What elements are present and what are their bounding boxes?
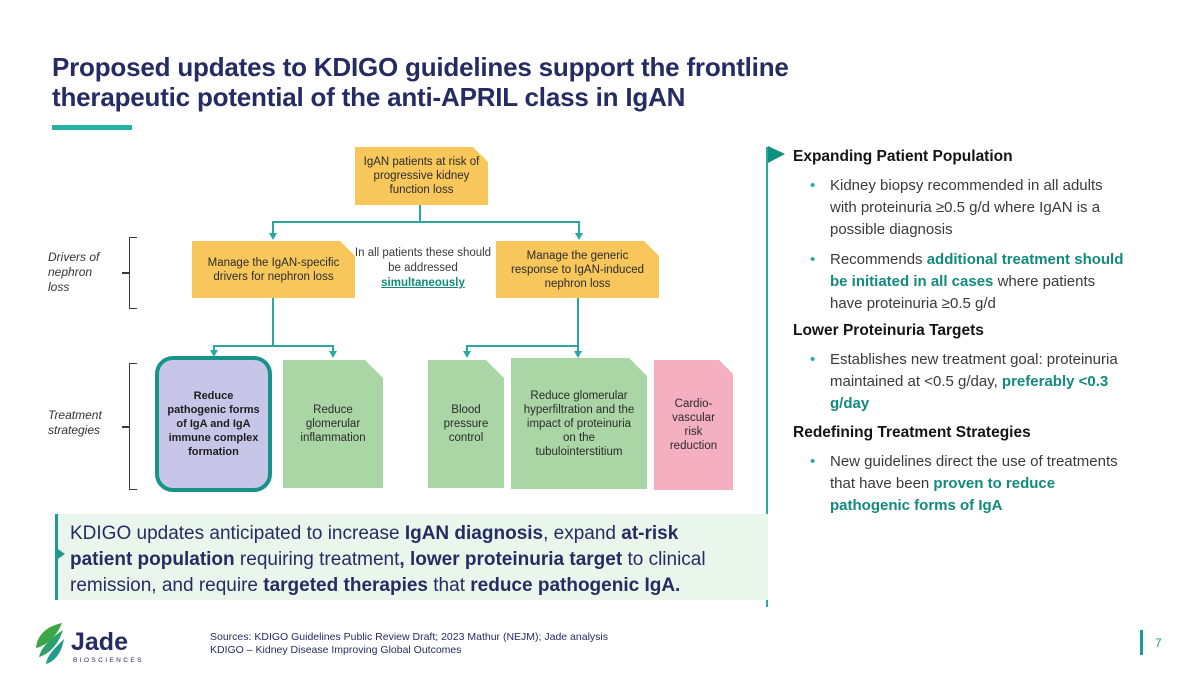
bullet-item: • Kidney biopsy recommended in all adult…: [793, 175, 1185, 241]
text-segment: where patients have proteinuria ≥0.5 g/d: [830, 273, 1096, 312]
sources-line-2: KDIGO – Kidney Disease Improving Global …: [210, 644, 462, 656]
connector-line: [578, 221, 580, 233]
flowchart-note-simultaneously: In all patients these should be addresse…: [352, 246, 494, 291]
bullet-text: Kidney biopsy recommended in all adults …: [830, 175, 1185, 241]
flowchart-node-cardiovascular: Cardio-vascular risk reduction: [654, 360, 733, 490]
page-number: 7: [1155, 636, 1162, 650]
flowchart-node-manage-igan-specific: Manage the IgAN-specific drivers for nep…: [192, 241, 355, 298]
arrow-down-icon: [462, 351, 471, 358]
text-segment-highlight: proven to reduce pathogenic forms of IgA: [830, 475, 1056, 514]
text-segment: requiring treatment: [234, 549, 400, 570]
connector-line: [272, 221, 580, 223]
timeline-pole: [766, 147, 768, 607]
leaf-icon: [36, 623, 64, 664]
connector-line: [332, 345, 334, 351]
bullet-text: New guidelines direct the use of treatme…: [830, 451, 1185, 517]
connector-line: [577, 345, 579, 351]
connector-line: [272, 298, 274, 347]
arrow-down-icon: [574, 233, 583, 240]
bullet-item: • Recommends additional treatment should…: [793, 249, 1185, 315]
page-title: Proposed updates to KDIGO guidelines sup…: [52, 52, 892, 112]
connector-line: [466, 345, 579, 347]
flowchart-node-reduce-pathogenic-iga: Reduce pathogenic forms of IgA and IgA i…: [155, 356, 272, 492]
connector-line: [213, 345, 334, 347]
connector-line: [213, 345, 215, 350]
sources-note: Sources: KDIGO Guidelines Public Review …: [210, 631, 608, 657]
connector-line: [272, 221, 274, 233]
flowchart-node-reduce-hyperfiltration: Reduce glomerular hyperfiltration and th…: [511, 358, 647, 489]
text-segment-bold: reduce pathogenic IgA.: [470, 575, 681, 596]
title-accent-bar: [52, 125, 132, 130]
text-segment-highlight: preferably <0.3 g/day: [830, 373, 1109, 412]
bracket-treatment: [129, 363, 137, 490]
label-treatment-strategies: Treatment strategies: [48, 408, 102, 437]
section-redefining-treatment-strategies: Redefining Treatment Strategies • New gu…: [793, 424, 1185, 525]
section-heading: Redefining Treatment Strategies: [793, 424, 1031, 441]
logo-wordmark: Jade: [71, 628, 128, 656]
note-highlight: simultaneously: [381, 277, 465, 289]
text-segment-highlight: additional treatment should be initiated…: [830, 251, 1124, 290]
text-segment-bold: targeted therapies: [263, 575, 428, 596]
section-heading: Expanding Patient Population: [793, 148, 1013, 165]
bracket-drivers: [129, 237, 137, 309]
text-segment: Recommends: [830, 251, 927, 268]
title-line-2: therapeutic potential of the anti-APRIL …: [52, 82, 686, 112]
section-lower-proteinuria-targets: Lower Proteinuria Targets • Establishes …: [793, 322, 1185, 423]
text-segment: Establishes new treatment goal: proteinu…: [830, 351, 1118, 390]
text-segment-bold: IgAN diagnosis: [404, 523, 544, 544]
bullet-dot-icon: •: [810, 351, 816, 368]
connector-line: [577, 298, 579, 347]
text-segment-bold: , lower proteinuria target: [399, 549, 623, 570]
text-segment: that: [428, 575, 471, 596]
section-heading: Lower Proteinuria Targets: [793, 322, 984, 339]
bullet-dot-icon: •: [810, 177, 816, 194]
connector-line: [466, 345, 468, 351]
text-segment: New guidelines direct the use of treatme…: [830, 453, 1118, 492]
bullet-dot-icon: •: [810, 251, 816, 268]
bracket-nub: [122, 272, 129, 274]
bullet-text: Establishes new treatment goal: proteinu…: [830, 349, 1185, 415]
bullet-item: • Establishes new treatment goal: protei…: [793, 349, 1185, 415]
arrow-down-icon: [573, 351, 582, 358]
callout-arrow-icon: [55, 547, 65, 561]
flowchart-node-manage-generic: Manage the generic response to IgAN-indu…: [496, 241, 659, 298]
text-segment: KDIGO updates anticipated to increase: [70, 523, 405, 544]
bracket-nub: [122, 426, 129, 428]
text-segment: to clinical remission, and require: [70, 549, 706, 596]
flag-arrow-icon: [768, 146, 785, 163]
flowchart-node-patients-at-risk: IgAN patients at risk of progressive kid…: [355, 147, 488, 205]
arrow-down-icon: [268, 233, 277, 240]
text-segment: , expand: [543, 523, 622, 544]
note-prefix: In all patients these should be addresse…: [354, 247, 492, 274]
flowchart-node-blood-pressure: Blood pressure control: [428, 360, 504, 488]
key-takeaway-callout: KDIGO updates anticipated to increase Ig…: [55, 514, 768, 600]
logo-graphic: Jade BIOSCIENCES: [36, 623, 144, 664]
section-expanding-patient-population: Expanding Patient Population • Kidney bi…: [793, 148, 1185, 323]
sources-line-1: Sources: KDIGO Guidelines Public Review …: [210, 631, 608, 643]
bullet-item: • New guidelines direct the use of treat…: [793, 451, 1185, 517]
text-segment-bold: at-risk patient population: [70, 523, 679, 570]
text-segment: Kidney biopsy recommended in all adults …: [830, 177, 1103, 238]
callout-text: KDIGO updates anticipated to increase Ig…: [70, 521, 756, 599]
label-drivers-of-nephron-loss: Drivers of nephron loss: [48, 250, 100, 294]
arrow-down-icon: [328, 351, 337, 358]
page-number-bar: [1140, 630, 1143, 655]
arrow-down-icon: [209, 350, 218, 357]
bullet-dot-icon: •: [810, 453, 816, 470]
logo-subtitle: BIOSCIENCES: [73, 657, 144, 664]
flowchart-node-reduce-inflammation: Reduce glomerular inflammation: [283, 360, 383, 488]
title-line-1: Proposed updates to KDIGO guidelines sup…: [52, 52, 789, 82]
bullet-text: Recommends additional treatment should b…: [830, 249, 1185, 315]
connector-line: [419, 205, 421, 223]
jade-biosciences-logo: Jade BIOSCIENCES: [33, 621, 151, 672]
